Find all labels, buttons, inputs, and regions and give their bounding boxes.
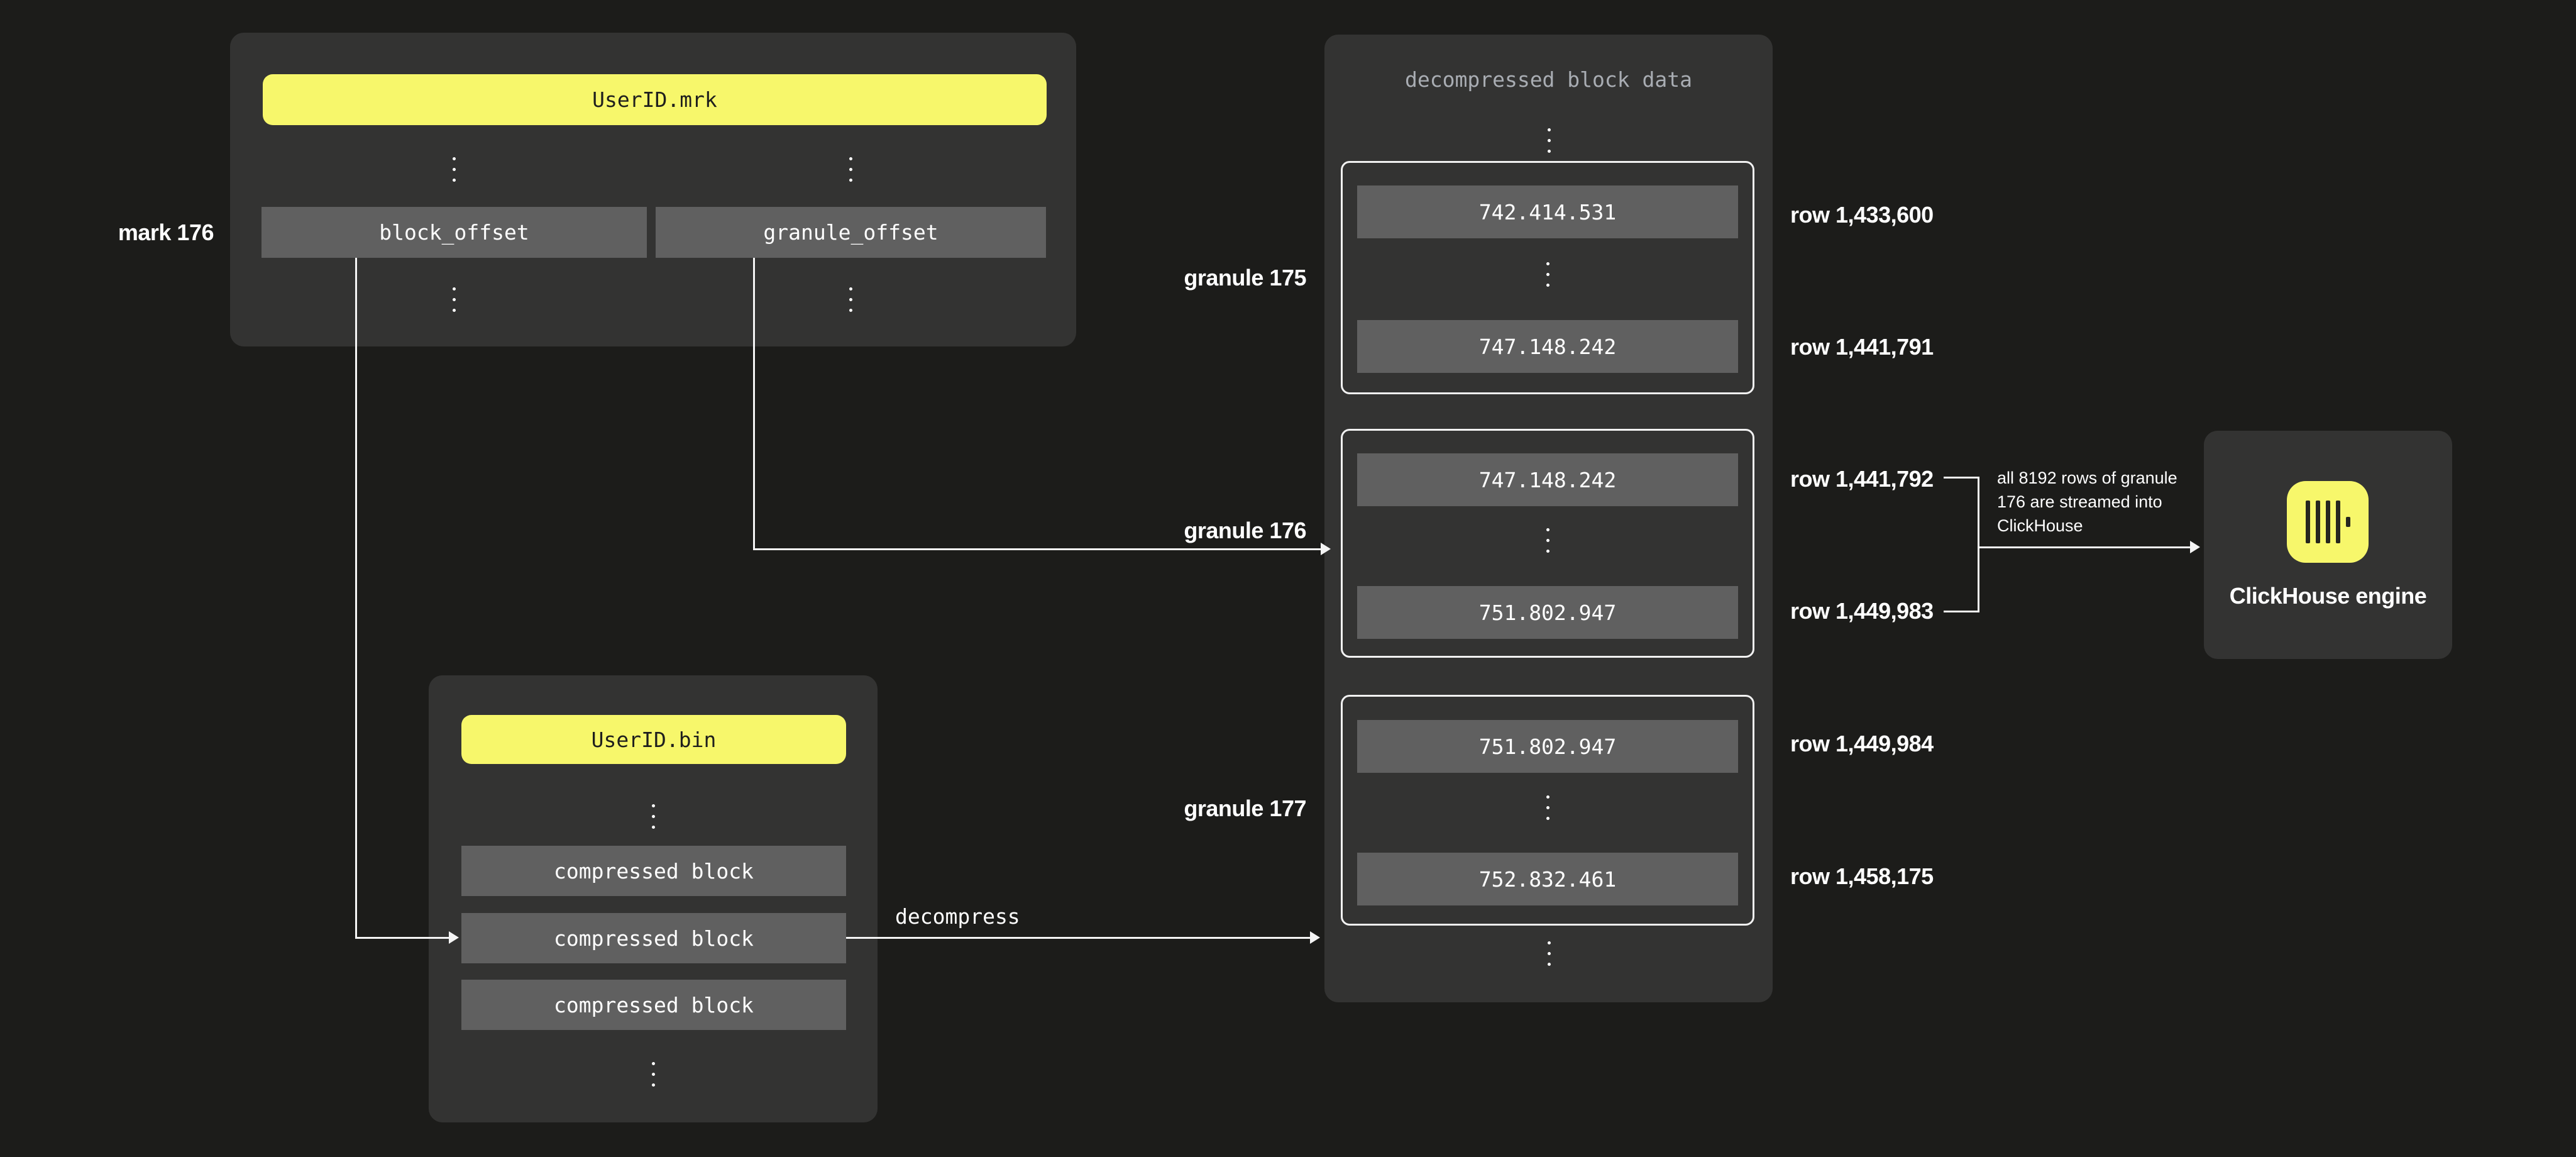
decompressed-panel: decompressed block data 742.414.531 747.… [1324, 35, 1773, 1002]
granule-offset-field: granule_offset [656, 207, 1046, 258]
granule-177-last-value: 752.832.461 [1357, 853, 1738, 905]
compressed-block-2: compressed block [461, 913, 846, 963]
clickhouse-logo-icon [2287, 481, 2369, 563]
arrowhead-into-clickhouse-engine [2190, 541, 2200, 553]
bracket-to-engine-line [1978, 546, 2191, 548]
ellipsis-icon [849, 157, 852, 182]
row-label-1449984: row 1,449,984 [1790, 731, 1934, 756]
block-offset-field: block_offset [261, 207, 647, 258]
granule-176-label: granule 176 [1184, 518, 1306, 543]
mrk-file-panel: UserID.mrk block_offset granule_offset [230, 33, 1076, 346]
granule-177-box: 751.802.947 752.832.461 [1341, 695, 1754, 926]
bin-file-title: UserID.bin [591, 727, 717, 752]
row-label-1441792: row 1,441,792 [1790, 466, 1934, 492]
bracket-vertical-line [1978, 477, 1979, 612]
bracket-tick-top [1944, 477, 1979, 479]
clickhouse-engine-label: ClickHouse engine [2229, 583, 2427, 609]
granule-175-first-value: 742.414.531 [1357, 185, 1738, 238]
ellipsis-icon [1546, 795, 1549, 820]
annotation-line-3: ClickHouse [1997, 516, 2083, 535]
ellipsis-icon [453, 157, 456, 182]
block-offset-connector-horizontal [355, 937, 449, 939]
bin-file-panel: UserID.bin compressed block compressed b… [429, 675, 878, 1122]
granule-176-first-value: 747.148.242 [1357, 453, 1738, 506]
block-offset-label: block_offset [379, 220, 529, 245]
ellipsis-icon [652, 804, 655, 829]
decompress-label: decompress [895, 904, 1020, 929]
annotation-line-2: 176 are streamed into [1997, 492, 2162, 511]
ellipsis-icon [652, 1062, 655, 1087]
ellipsis-icon [453, 287, 456, 312]
granule-175-label: granule 175 [1184, 265, 1306, 291]
compressed-block-1: compressed block [461, 846, 846, 896]
granule-offset-connector-vertical [753, 258, 755, 550]
granule-175-box: 742.414.531 747.148.242 [1341, 161, 1754, 394]
decompressed-panel-title: decompressed block data [1405, 67, 1692, 92]
bin-file-header: UserID.bin [461, 715, 846, 764]
granule-177-first-value: 751.802.947 [1357, 720, 1738, 773]
decompress-arrow-line [846, 937, 1311, 939]
ellipsis-icon [849, 287, 852, 312]
ellipsis-icon [1546, 528, 1549, 553]
mrk-file-header: UserID.mrk [263, 74, 1047, 125]
granule-176-last-value: 751.802.947 [1357, 586, 1738, 639]
row-label-1433600: row 1,433,600 [1790, 202, 1934, 228]
compressed-block-3: compressed block [461, 980, 846, 1030]
block-offset-connector-vertical [355, 258, 357, 939]
row-label-1458175: row 1,458,175 [1790, 863, 1934, 889]
row-label-1441791: row 1,441,791 [1790, 334, 1934, 360]
annotation-line-1: all 8192 rows of granule [1997, 468, 2177, 487]
granule-offset-label: granule_offset [763, 220, 938, 245]
granule-177-label: granule 177 [1184, 795, 1306, 821]
arrowhead-into-compressed-block [449, 931, 459, 944]
ellipsis-icon [1548, 128, 1551, 153]
granule-175-last-value: 747.148.242 [1357, 320, 1738, 373]
mark-176-label: mark 176 [118, 219, 214, 245]
bracket-tick-bottom [1944, 611, 1979, 612]
ellipsis-icon [1546, 262, 1549, 287]
arrowhead-into-decompressed-panel [1310, 931, 1320, 944]
granule-176-box: 747.148.242 751.802.947 [1341, 429, 1754, 658]
granule-offset-connector-horizontal [753, 548, 1322, 550]
clickhouse-engine-panel: ClickHouse engine [2204, 431, 2452, 659]
row-label-1449983: row 1,449,983 [1790, 598, 1934, 624]
mrk-file-title: UserID.mrk [592, 87, 717, 112]
stream-annotation: all 8192 rows of granule 176 are streame… [1997, 466, 2177, 538]
arrowhead-into-granule-176 [1321, 543, 1331, 555]
ellipsis-icon [1548, 941, 1551, 966]
